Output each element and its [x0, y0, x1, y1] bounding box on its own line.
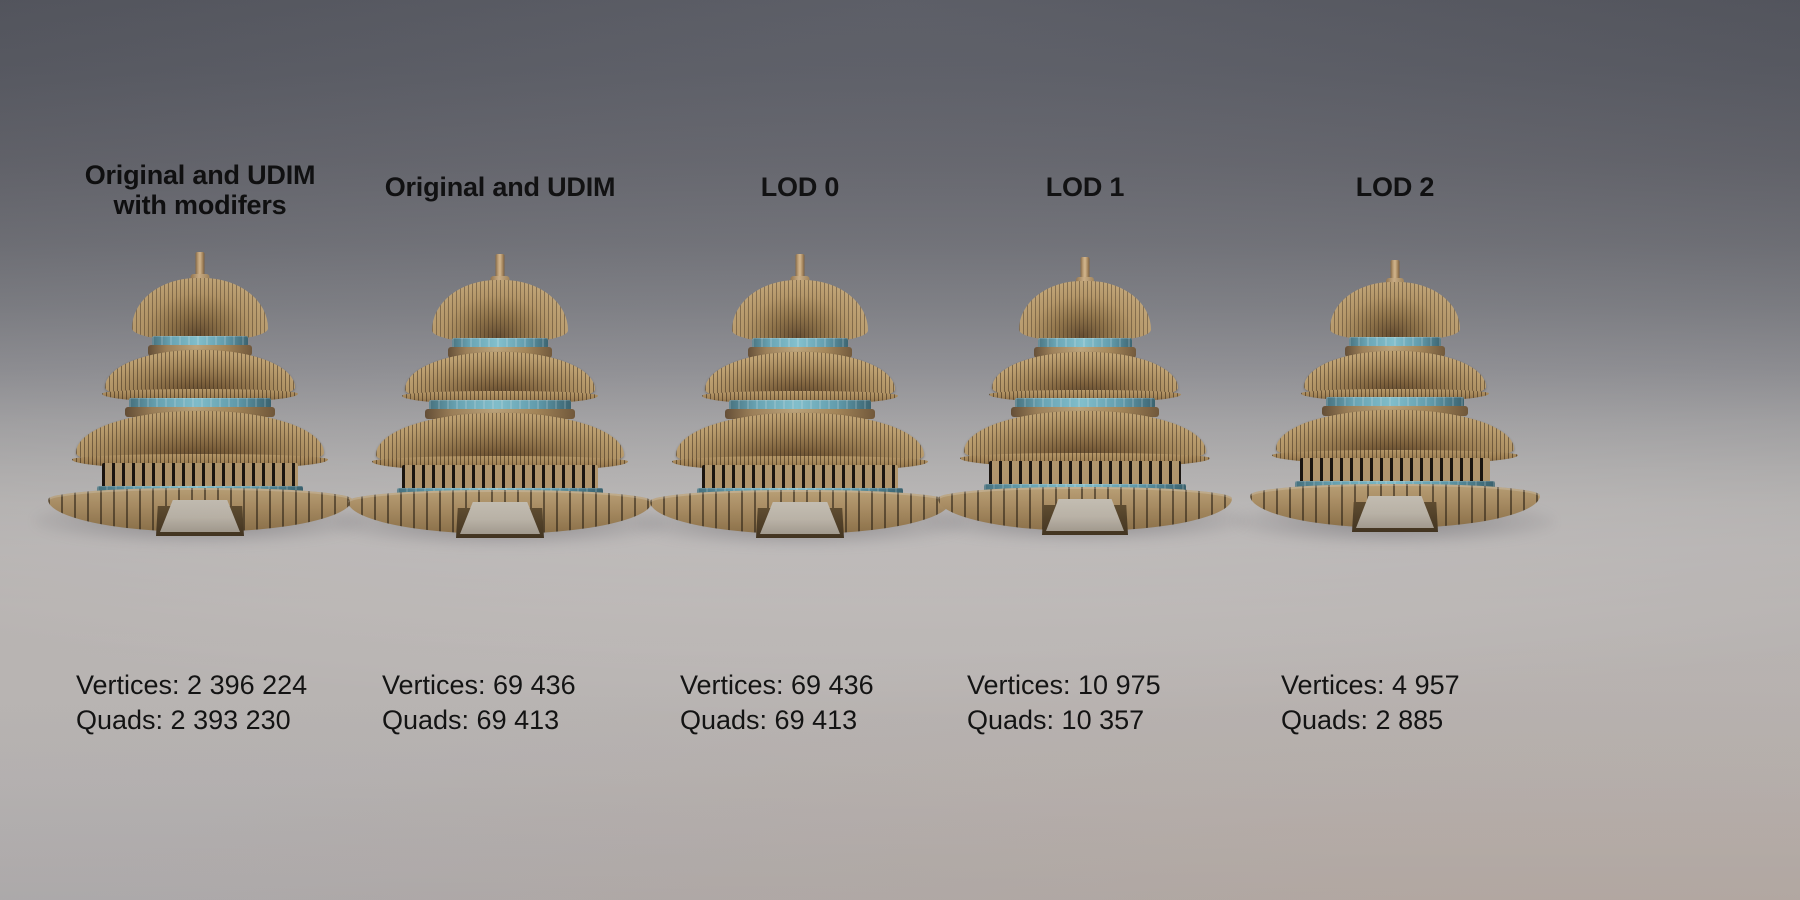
roof-finial-1	[195, 252, 205, 278]
column-stats-1: Vertices: 2 396 224 Quads: 2 393 230	[20, 668, 436, 737]
comparison-column-4: LOD 1 Vertices: 10 975	[905, 0, 1265, 900]
column-stats-2: Vertices: 69 436 Quads: 69 413	[320, 668, 742, 737]
upper-frieze-3	[752, 338, 848, 348]
middle-frieze-5	[1326, 397, 1464, 407]
column-stats-4: Vertices: 10 975 Quads: 10 357	[905, 668, 1327, 737]
lower-roof-3	[672, 413, 928, 471]
roof-finial-cap-4	[1076, 277, 1094, 284]
lower-roof-1	[72, 411, 328, 469]
quads-label-4: Quads: 10 357	[967, 704, 1145, 735]
middle-roof-3	[702, 352, 898, 404]
quads-label-1: Quads: 2 393 230	[76, 704, 291, 735]
column-header-5: LOD 2	[1355, 172, 1435, 202]
colonnade-2	[402, 465, 598, 491]
middle-roof-1	[102, 350, 298, 402]
roof-finial-cap-5	[1386, 278, 1404, 285]
upper-frieze-2	[452, 338, 548, 348]
upper-frieze-1	[152, 336, 248, 346]
comparison-column-1: Original and UDIM with modifers	[20, 0, 380, 900]
colonnade-5	[1300, 458, 1490, 484]
upper-roof-4	[1019, 281, 1151, 341]
vertices-label-1: Vertices: 2 396 224	[76, 670, 308, 700]
comparison-column-3: LOD 0 Vertices: 69 436	[620, 0, 980, 900]
column-header-4: LOD 1	[1045, 172, 1125, 202]
middle-frieze-3	[729, 400, 871, 410]
middle-roof-4	[989, 352, 1181, 402]
column-header-1: Original and UDIM with modifers	[84, 160, 316, 221]
column-stats-3: Vertices: 69 436 Quads: 69 413	[620, 668, 1040, 737]
colonnade-4	[989, 461, 1181, 487]
entrance-ramp-4	[1046, 499, 1124, 531]
lower-roof-4	[960, 411, 1210, 467]
temple-model-3	[640, 252, 960, 538]
colonnade-1	[102, 463, 298, 489]
roof-finial-2	[495, 254, 505, 280]
upper-roof-1	[132, 278, 268, 340]
temple-model-5	[1235, 258, 1555, 532]
roof-finial-cap-3	[790, 276, 810, 283]
temple-model-1	[40, 250, 360, 536]
lower-roof-5	[1272, 410, 1518, 464]
roof-finial-cap-2	[490, 276, 510, 283]
entrance-ramp-2	[460, 502, 540, 534]
roof-finial-cap-1	[190, 274, 210, 281]
middle-roof-5	[1301, 351, 1489, 401]
middle-frieze-1	[129, 398, 271, 408]
upper-frieze-5	[1349, 337, 1441, 347]
middle-frieze-2	[429, 400, 571, 410]
quads-label-5: Quads: 2 885	[1281, 704, 1444, 735]
quads-label-2: Quads: 69 413	[382, 704, 560, 735]
lower-roof-2	[372, 413, 628, 471]
upper-roof-2	[432, 280, 568, 342]
comparison-column-2: Original and UDIM Verti	[320, 0, 680, 900]
roof-finial-3	[795, 254, 805, 280]
roof-finial-5	[1390, 260, 1400, 282]
column-stats-5: Vertices: 4 957 Quads: 2 885	[1215, 668, 1641, 737]
upper-roof-3	[732, 280, 868, 342]
entrance-ramp-3	[760, 502, 840, 534]
vertices-label-2: Vertices: 69 436	[382, 670, 576, 700]
vertices-label-3: Vertices: 69 436	[680, 670, 874, 700]
colonnade-3	[702, 465, 898, 491]
vertices-label-4: Vertices: 10 975	[967, 670, 1161, 700]
upper-frieze-4	[1038, 338, 1132, 348]
middle-frieze-4	[1015, 398, 1155, 408]
temple-model-4	[925, 255, 1245, 535]
upper-roof-5	[1330, 282, 1460, 340]
entrance-ramp-1	[160, 500, 240, 532]
vertices-label-5: Vertices: 4 957	[1281, 670, 1460, 700]
middle-roof-2	[402, 352, 598, 404]
comparison-column-5: LOD 2 Vertices: 4 957	[1215, 0, 1575, 900]
entrance-ramp-5	[1356, 496, 1434, 528]
column-header-2: Original and UDIM	[384, 172, 616, 202]
quads-label-3: Quads: 69 413	[680, 704, 858, 735]
column-header-3: LOD 0	[760, 172, 840, 202]
temple-model-2	[340, 252, 660, 538]
roof-finial-4	[1080, 257, 1090, 281]
